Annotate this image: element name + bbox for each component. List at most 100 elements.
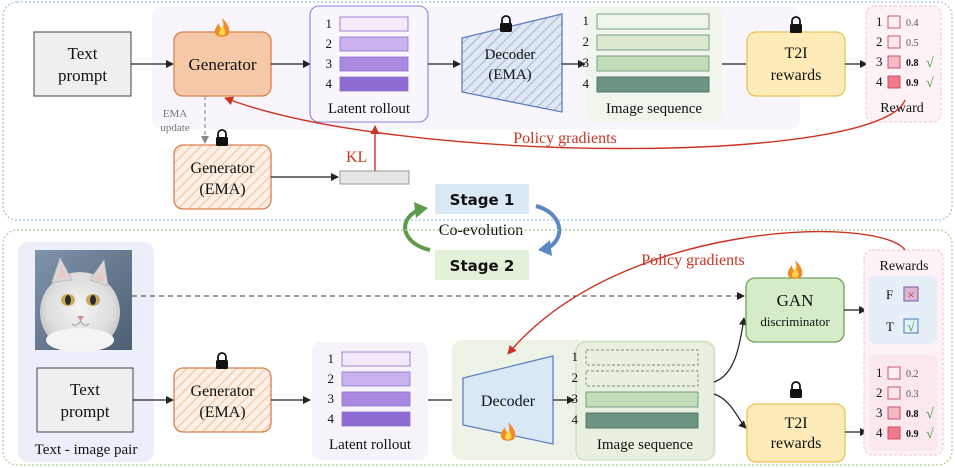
stage1-reward-panel: Reward [865, 5, 942, 123]
stage1-label-box [435, 184, 529, 214]
reward-index: 4 [876, 425, 883, 440]
co-evolution-middle: Stage 1 Co-evolution Stage 2 [403, 184, 562, 280]
latent-index: 4 [326, 76, 333, 91]
latent-bar [339, 56, 409, 72]
stage1-generator-ema-box: Generator (EMA) [173, 144, 272, 210]
latent-bar [341, 371, 411, 387]
latent-index: 2 [328, 371, 335, 386]
stage1-t2i-line1: T2I [784, 45, 807, 62]
stage2-t2i-line1: T2I [784, 415, 807, 432]
image-index: 1 [572, 349, 579, 364]
image-bar [585, 349, 699, 366]
image-bar [596, 76, 710, 93]
stage2-t2i-lock-icon [790, 381, 802, 398]
reward-index: 3 [876, 54, 883, 69]
text-image-pair-label: Text - image pair [35, 442, 138, 458]
stage2-rewards-panel: Rewards [863, 249, 944, 456]
latent-bar [341, 411, 411, 427]
stage2-image-sequence-label: Image sequence [597, 437, 694, 453]
reward-square [887, 406, 901, 420]
latent-bar [341, 351, 411, 367]
stage2-generator-ema-lock-icon [216, 352, 228, 369]
gan-row-label: F [886, 287, 893, 302]
stage1-decoder-lock-icon [500, 15, 512, 32]
latent-index: 4 [328, 411, 335, 426]
latent-index: 2 [326, 36, 333, 51]
reward-square [887, 366, 901, 380]
stage2-latent-rollout-label: Latent rollout [329, 437, 412, 453]
stage1-decoder-line1: Decoder [485, 47, 536, 63]
reward-value: 0.9 [906, 429, 919, 440]
latent-bar [341, 391, 411, 407]
stage1-t2i-lock-icon [790, 16, 802, 33]
image-bar [585, 412, 699, 429]
stage2-gan-reward-rows: F×T√ [886, 286, 919, 334]
stage1-generator-box: Generator [173, 31, 272, 97]
gan-line2: discriminator [760, 314, 830, 329]
stage1-text-prompt-box: Text prompt [33, 31, 132, 97]
stage2-label-box [435, 250, 529, 280]
check-icon: √ [926, 427, 934, 442]
stage1-label: Stage 1 [450, 191, 515, 209]
stage2-t2i-rewards-box: T2I rewards [746, 403, 846, 463]
image-bar [596, 13, 710, 30]
stage2-policy-gradients-label: Policy gradients [641, 252, 745, 269]
cycle-arrow-left-icon [403, 202, 431, 252]
latent-index: 3 [326, 56, 333, 71]
gan-line1: GAN [777, 291, 814, 310]
ema-update-line2: update [160, 122, 189, 134]
stage1-latent-rollout-label: Latent rollout [328, 101, 411, 117]
check-icon: √ [926, 76, 934, 91]
stage1-decoder-ema: Decoder (EMA) [461, 13, 563, 113]
latent-index: 1 [326, 16, 333, 31]
reward-index: 1 [876, 14, 883, 29]
reward-square [887, 386, 901, 400]
reward-value: 0.2 [906, 369, 919, 380]
reward-square [887, 55, 901, 69]
stage1-latent-bars: 1 2 3 4 [326, 16, 409, 92]
stage2-image-bars: 1 2 3 4 [572, 349, 699, 429]
stage2-generator-ema-box: Generator (EMA) [173, 367, 272, 433]
true-square [903, 318, 919, 334]
cycle-arrow-right-icon [535, 204, 562, 256]
stage2-decoder-flame-icon [500, 422, 516, 441]
image-index: 3 [583, 55, 590, 70]
gan-row-label: T [886, 319, 894, 334]
stage1-generator-ema-line1: Generator [191, 160, 256, 177]
image-index: 2 [583, 34, 590, 49]
reward-value: 0.9 [906, 78, 919, 89]
stage2-decoder-label: Decoder [481, 393, 536, 410]
reward-index: 4 [876, 74, 883, 89]
stage2-text-prompt-box: Text prompt [36, 367, 134, 433]
stage1-reward-title: Reward [880, 101, 924, 116]
stage1-generator-ema-lock-icon [216, 129, 228, 146]
reward-value: 0.8 [906, 409, 919, 420]
stage2-generator-ema-line1: Generator [191, 383, 256, 400]
stage1-generator-ema-line2: (EMA) [199, 181, 245, 198]
reward-value: 0.3 [906, 389, 919, 400]
stage2-label: Stage 2 [450, 257, 515, 275]
stage2-text-prompt-line1: Text [70, 380, 100, 399]
reward-value: 0.4 [906, 18, 919, 29]
image-index: 4 [572, 412, 579, 427]
stage1-generator-label: Generator [189, 55, 257, 74]
image-bar [585, 370, 699, 387]
cat-image [35, 250, 132, 352]
stage2-generator-ema-line2: (EMA) [199, 404, 245, 421]
check-icon: √ [926, 407, 934, 422]
stage2-text-prompt-line2: prompt [60, 402, 109, 421]
image-bar [596, 55, 710, 72]
fake-square [903, 286, 919, 302]
latent-bar [339, 36, 409, 52]
reward-square [887, 426, 901, 440]
ema-update-line1: EMA [163, 108, 188, 120]
gan-discriminator-box: GAN discriminator [745, 277, 845, 343]
reward-square [887, 75, 901, 89]
stage2-rewards-title: Rewards [880, 259, 929, 274]
image-index: 2 [572, 370, 579, 385]
stage1-text-prompt-line1: Text [68, 44, 98, 63]
image-index: 3 [572, 391, 579, 406]
stage1-t2i-line2: rewards [771, 67, 822, 84]
